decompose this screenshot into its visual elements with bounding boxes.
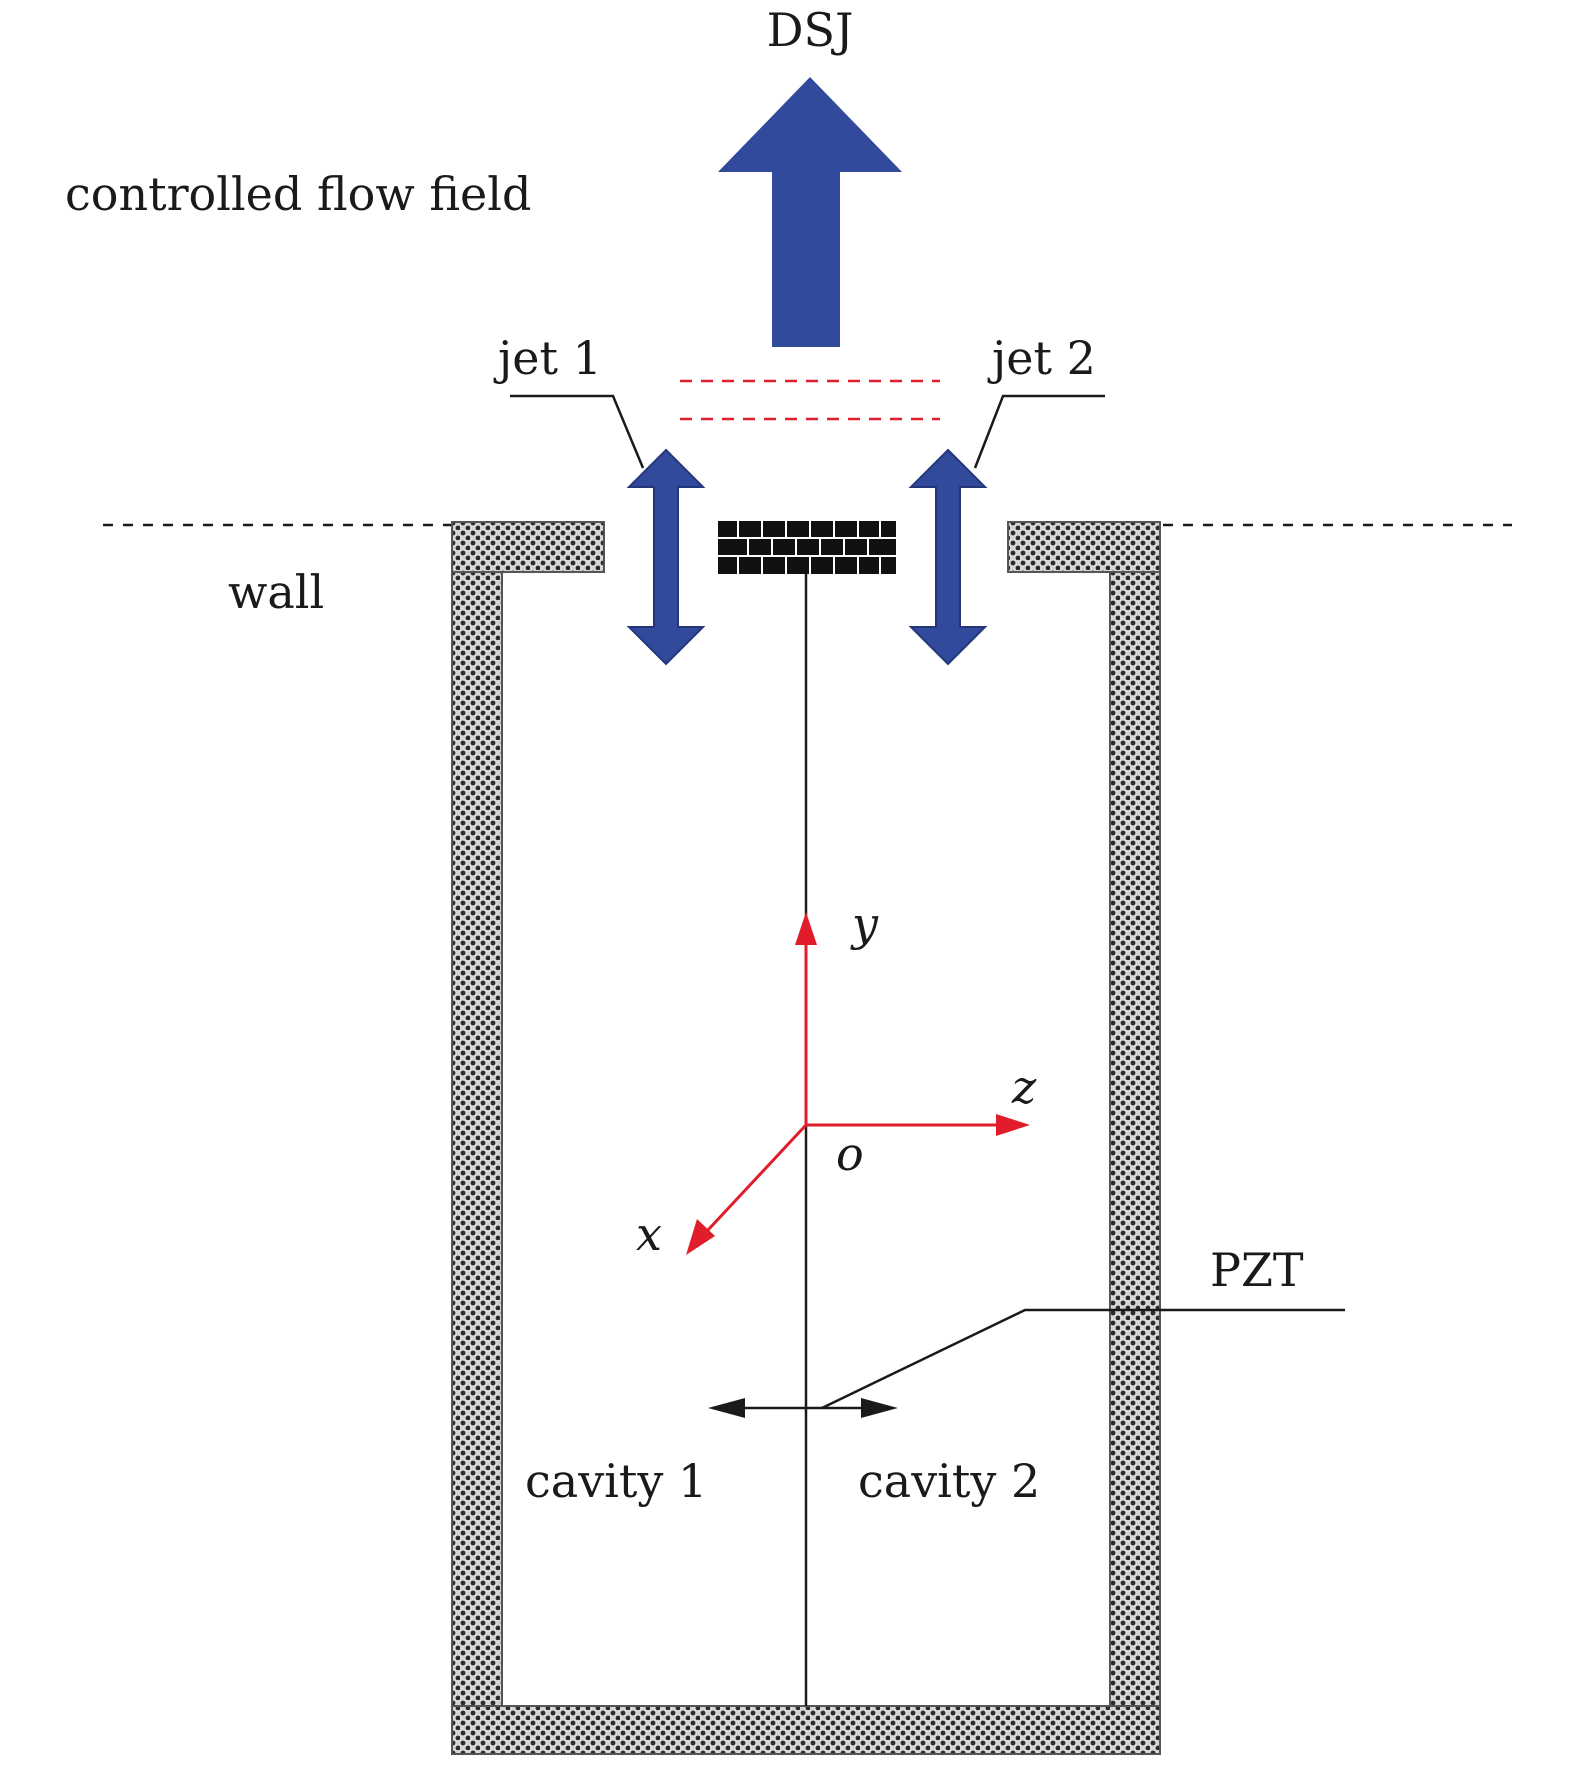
y-axis-arrowhead [795, 912, 817, 945]
housing-right-wall [1109, 521, 1161, 1755]
dsj-label: DSJ [767, 3, 854, 57]
slot-block [718, 521, 896, 574]
cavity-1-label: cavity 1 [525, 1454, 707, 1508]
y-axis-label: y [850, 897, 879, 951]
vibration-arrow [708, 1398, 898, 1418]
z-axis-arrowhead [996, 1114, 1030, 1136]
x-axis-arrowhead [686, 1219, 715, 1255]
cavity-2-label: cavity 2 [858, 1454, 1040, 1508]
z-axis-label: z [1011, 1060, 1037, 1114]
jet-1-label: jet 1 [493, 331, 602, 385]
pzt-label: PZT [1210, 1243, 1304, 1297]
cavity-housing [451, 521, 1161, 1755]
origin-label: o [836, 1127, 864, 1181]
housing-top-right-lip [1007, 521, 1161, 573]
housing-top-left-lip [451, 521, 605, 573]
housing-bottom [451, 1705, 1161, 1755]
jet-2-arrow [908, 448, 988, 666]
jet-1-leader [510, 394, 645, 469]
wall-label: wall [228, 565, 324, 619]
pzt-leader [821, 1308, 1345, 1410]
coordinate-axes [686, 912, 1030, 1255]
housing-left-wall [451, 521, 503, 1755]
jet-2-label: jet 2 [987, 331, 1096, 385]
flow-field-label: controlled flow field [65, 167, 531, 221]
dsj-output-arrow [718, 77, 902, 347]
jet-2-leader [973, 394, 1105, 469]
jet-1-arrow [626, 448, 706, 666]
x-axis [706, 1123, 808, 1232]
x-axis-label: x [636, 1207, 662, 1261]
